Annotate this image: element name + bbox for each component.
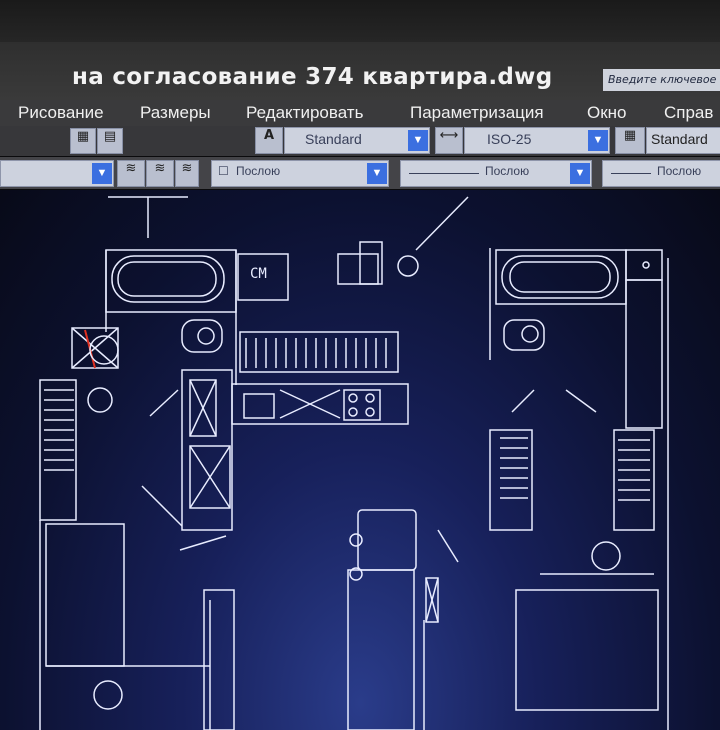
drawing-canvas[interactable]: СМ xyxy=(0,190,720,730)
menu-window[interactable]: Окно xyxy=(587,103,627,122)
bathtub-right-icon xyxy=(501,255,619,299)
dim-style-select[interactable]: ISO-25 ▼ xyxy=(464,127,610,154)
bed xyxy=(515,589,659,711)
radiator-right xyxy=(500,437,528,499)
chevron-down-icon: ▼ xyxy=(408,130,428,151)
layer-previous-icon[interactable]: ≋ xyxy=(175,160,199,187)
color-select[interactable]: ☐ Послою ▼ xyxy=(211,160,389,187)
linetype-value: Послою xyxy=(485,164,530,178)
wardrobe-hangers xyxy=(44,389,74,471)
table-style-icon[interactable]: ▦ xyxy=(615,127,645,154)
color-swatch-icon: ☐ xyxy=(218,164,229,178)
color-value: Послою xyxy=(236,164,281,178)
menu-dimensions[interactable]: Размеры xyxy=(140,103,211,122)
menu-help[interactable]: Справ xyxy=(664,103,714,122)
text-style-icon[interactable]: A xyxy=(255,127,283,154)
monitor-bezel xyxy=(0,0,720,42)
window-title: на согласование 374 квартира.dwg xyxy=(72,64,553,90)
radiator-left xyxy=(245,338,387,368)
chevron-down-icon: ▼ xyxy=(570,163,590,184)
lineweight-select[interactable]: Послою xyxy=(602,160,720,187)
text-style-value: Standard xyxy=(305,131,362,147)
menu-parametric[interactable]: Параметризация xyxy=(410,103,544,122)
table-style-value: Standard xyxy=(651,131,708,147)
washing-machine xyxy=(237,253,289,301)
table-style-select[interactable]: Standard xyxy=(646,127,720,154)
make-current-layer-icon[interactable]: ≋ xyxy=(146,160,174,187)
dim-style-value: ISO-25 xyxy=(487,131,532,147)
title-bar xyxy=(0,42,720,100)
menu-modify[interactable]: Редактировать xyxy=(246,103,364,122)
bathtub-icon xyxy=(111,255,225,303)
text-style-select[interactable]: Standard ▼ xyxy=(284,127,430,154)
line-sample xyxy=(409,173,479,174)
layer-select[interactable]: ▼ xyxy=(0,160,114,187)
tool-palettes-icon[interactable]: ▦ xyxy=(70,128,96,154)
line-sample xyxy=(611,173,651,174)
chevron-down-icon: ▼ xyxy=(588,130,608,151)
linetype-select[interactable]: Послою ▼ xyxy=(400,160,592,187)
menu-draw[interactable]: Рисование xyxy=(18,103,104,122)
menu-bar xyxy=(0,100,720,126)
cm-label: СМ xyxy=(250,266,267,282)
calculator-icon[interactable]: ▤ xyxy=(97,128,123,154)
search-input[interactable]: Введите ключевое xyxy=(603,69,720,91)
floor-plan: СМ xyxy=(39,196,669,730)
chevron-down-icon: ▼ xyxy=(367,163,387,184)
toilet-icon xyxy=(181,319,223,353)
toilet-right-icon xyxy=(503,319,545,351)
dim-style-icon[interactable]: ⟷ xyxy=(435,127,463,154)
lineweight-value: Послою xyxy=(657,164,702,178)
layer-properties-icon[interactable]: ≋ xyxy=(117,160,145,187)
chevron-down-icon: ▼ xyxy=(92,163,112,184)
